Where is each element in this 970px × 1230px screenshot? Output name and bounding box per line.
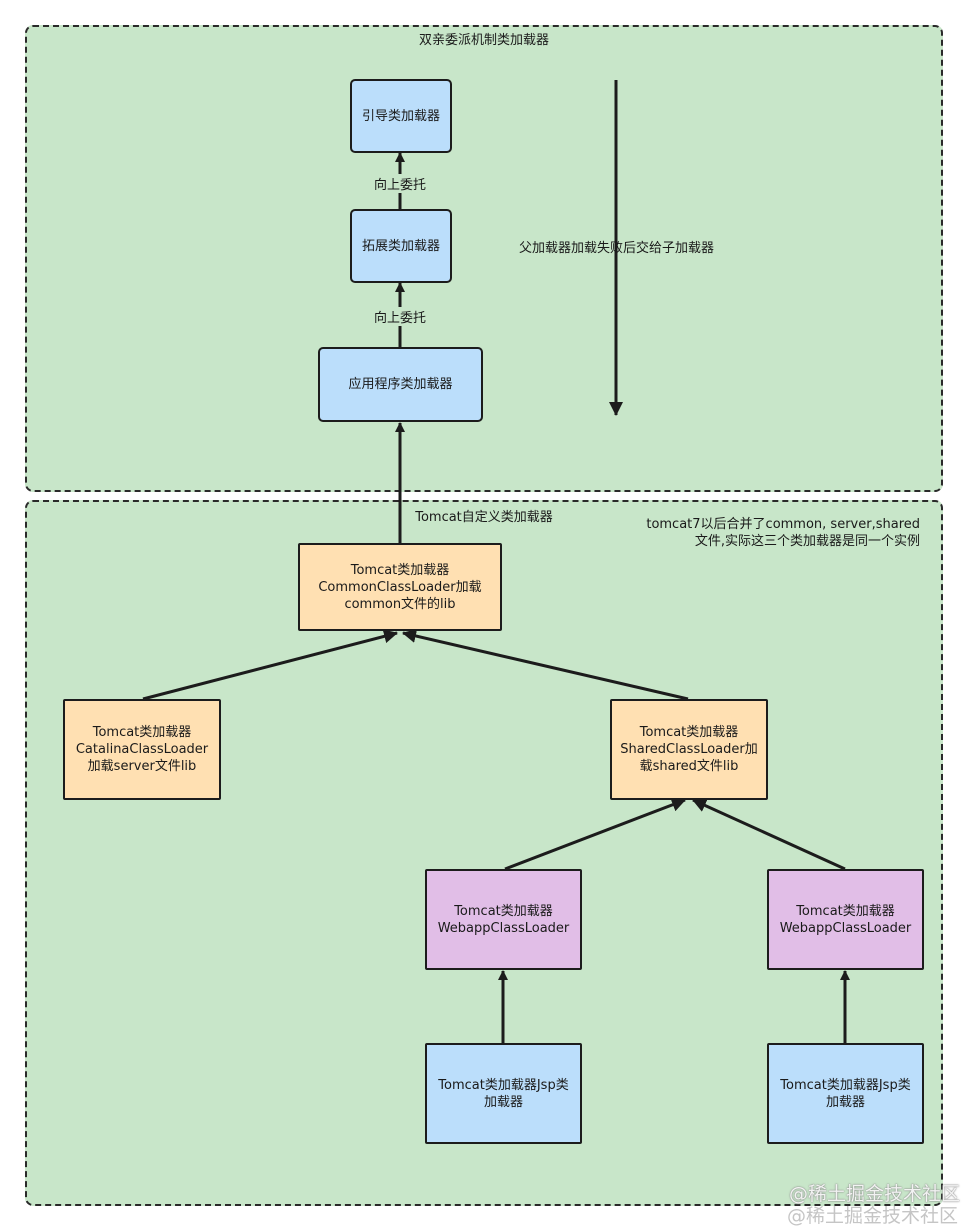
watermark-shadow: @稀土掘金技术社区 [786,1205,958,1227]
node-jsp-classloader-right: Tomcat类加载器Jsp类 加载器 [767,1043,924,1144]
edge-label-delegate-up-1: 向上委托 [371,174,429,193]
node-bootstrap-classloader: 引导类加载器 [350,79,452,153]
watermark: @稀土掘金技术社区 [788,1183,960,1205]
group-title-tomcat-custom: Tomcat自定义类加载器 [415,510,553,525]
edge-webapp-right-to-shared [692,798,846,871]
merge-note: tomcat7以后合并了common, server,shared 文件,实际这… [646,517,920,549]
node-extension-classloader: 拓展类加载器 [350,209,452,283]
side-label: 父加载器加载失败后交给子加载器 [519,241,715,256]
group-parent-delegation: 双亲委派机制类加载器 [25,25,943,492]
edge-label-delegate-up-2: 向上委托 [371,307,429,326]
node-application-classloader: 应用程序类加载器 [318,347,483,422]
group-title-parent-delegation: 双亲委派机制类加载器 [418,33,549,48]
node-webapp-classloader-left: Tomcat类加载器 WebappClassLoader [425,869,582,970]
node-webapp-classloader-right: Tomcat类加载器 WebappClassLoader [767,869,924,970]
node-common-classloader: Tomcat类加载器 CommonClassLoader加载 common文件的… [298,543,502,631]
node-shared-classloader: Tomcat类加载器 SharedClassLoader加 载shared文件l… [610,699,768,800]
node-catalina-classloader: Tomcat类加载器 CatalinaClassLoader 加载server文… [63,699,221,800]
node-jsp-classloader-left: Tomcat类加载器Jsp类 加载器 [425,1043,582,1144]
edge-webapp-left-to-shared [504,798,686,871]
edge-catalina-to-common [142,629,398,701]
edge-shared-to-common [402,629,689,701]
